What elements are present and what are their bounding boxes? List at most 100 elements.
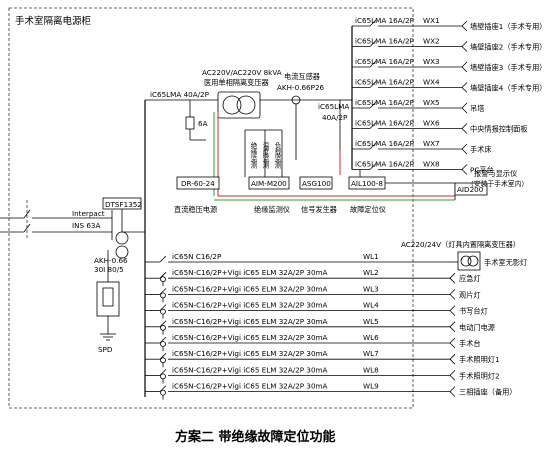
breaker-symbol bbox=[369, 81, 377, 88]
vertical-label-temperature: 温度监测 bbox=[261, 141, 269, 170]
secondary-breaker-label-1: iC65LMA bbox=[318, 102, 349, 111]
breaker-label: iC65LMA 16A/2P bbox=[355, 160, 415, 169]
device-label: 信号发生器 bbox=[301, 205, 337, 214]
breaker-label: iC65N-C16/2P+Vigi iC65 ELM 32A/2P 30mA bbox=[172, 284, 328, 293]
breaker-label: iC65LMA 16A/2P bbox=[355, 98, 415, 107]
load-label: 手术照明灯1 bbox=[459, 355, 500, 364]
load-arrow bbox=[461, 41, 468, 47]
breaker-label: iC65N-C16/2P+Vigi iC65 ELM 32A/2P 30mA bbox=[172, 317, 328, 326]
device-box-aim bbox=[248, 176, 290, 190]
bottom-branches: 手术室无影灯 iC65N C16/2P WL1 应急灯 iC65N-C16/2P+Vig… bbox=[145, 252, 527, 400]
branch-code: WX3 bbox=[423, 57, 440, 66]
bottom-branch-row: 三相插座（备用）iC65N-C16/2P+Vigi iC65 ELM 32A/2… bbox=[145, 382, 517, 400]
load-arrow bbox=[461, 82, 468, 88]
breaker-label: iC65N-C16/2P+Vigi iC65 ELM 32A/2P 30mA bbox=[172, 382, 328, 391]
branch-code: WL1 bbox=[363, 252, 379, 261]
load-arrow bbox=[449, 353, 456, 360]
load-label: 应急灯 bbox=[459, 274, 481, 283]
interpact-label-2: INS 63A bbox=[72, 221, 100, 230]
load-arrow bbox=[461, 107, 468, 114]
load-arrow bbox=[449, 391, 456, 397]
device-model: AIM-M200 bbox=[251, 179, 287, 188]
alarm-box bbox=[454, 182, 488, 196]
load-arrow bbox=[449, 358, 456, 365]
load-arrow bbox=[461, 66, 468, 73]
breaker-label: iC65N-C16/2P+Vigi iC65 ELM 32A/2P 30mA bbox=[172, 365, 328, 374]
load-arrow bbox=[461, 102, 468, 109]
device-model: DR-60-24 bbox=[181, 179, 215, 188]
primary-breaker-label: iC65LMA 40A/2P bbox=[150, 90, 210, 99]
breaker-label: iC65LMA 16A/2P bbox=[355, 139, 415, 148]
load-arrow bbox=[449, 272, 456, 279]
device-label: 绝缘监测仪 bbox=[254, 205, 290, 214]
load-arrow bbox=[449, 370, 456, 376]
load-label: 手术台 bbox=[459, 339, 481, 348]
vertical-label-load: 负载监测 bbox=[273, 141, 281, 170]
bottom-branch-row: 手术照明灯2 iC65N-C16/2P+Vigi iC65 ELM 32A/2P … bbox=[145, 365, 500, 384]
shadowless-lamp-transformer: AC220/24V（灯具内置隔离变压器） bbox=[401, 240, 520, 271]
device-box-asg bbox=[299, 176, 333, 190]
cabinet-title: 手术室隔离电源柜 bbox=[15, 15, 92, 27]
branch-code: WX8 bbox=[423, 160, 440, 169]
breaker-label: iC65LMA 16A/2P bbox=[355, 78, 415, 87]
incomer: Interpact INS 63A DTSF1352 AKH-0.66 30I … bbox=[0, 197, 146, 397]
load-label: 墙壁插座3（手术专用） bbox=[470, 63, 546, 72]
branch-code: WX7 bbox=[423, 139, 440, 148]
dtsf-label: DTSF1352 bbox=[105, 200, 142, 209]
breaker-label: iC65N-C16/2P+Vigi iC65 ELM 32A/2P 30mA bbox=[172, 333, 328, 342]
branch-code: WL4 bbox=[363, 301, 379, 310]
device-box-dr bbox=[176, 176, 220, 190]
device-model: ASG100 bbox=[302, 179, 331, 188]
secondary-breaker-label-2: 40A/2P bbox=[322, 113, 348, 122]
spd-label: SPD bbox=[98, 345, 113, 354]
branch-code: WX6 bbox=[423, 119, 440, 128]
load-arrow bbox=[461, 148, 468, 155]
load-arrow bbox=[461, 25, 468, 32]
breaker-symbol bbox=[369, 163, 377, 170]
rcd-symbol bbox=[160, 292, 166, 299]
rcd-symbol bbox=[160, 341, 166, 347]
fuse-label: 6A bbox=[198, 119, 208, 128]
load-arrow bbox=[449, 289, 456, 295]
rcd-symbol bbox=[160, 308, 166, 315]
figure-caption: 方案二 带绝缘故障定位功能 bbox=[175, 429, 336, 445]
load-arrow bbox=[449, 342, 456, 349]
load-arrow bbox=[461, 61, 468, 68]
breaker-symbol bbox=[369, 122, 377, 129]
breaker-symbol bbox=[369, 19, 377, 27]
load-arrow bbox=[461, 123, 468, 129]
branch-code: WL9 bbox=[363, 382, 379, 391]
load-label: 吊塔 bbox=[470, 104, 484, 113]
ct-name: 电流互感器 bbox=[284, 72, 320, 81]
breaker-label: iC65N C16/2P bbox=[172, 252, 222, 261]
alarm-label-2: （安装于手术室内） bbox=[467, 179, 528, 188]
device-label: 故障定位仪 bbox=[350, 205, 386, 214]
rcd-symbol bbox=[160, 389, 166, 396]
branch-code: WL7 bbox=[363, 349, 379, 358]
rcd-symbol bbox=[160, 357, 166, 364]
load-arrow bbox=[449, 375, 456, 381]
load-label: 墙壁插座2（手术专用） bbox=[470, 43, 546, 52]
breaker-symbol bbox=[369, 40, 377, 47]
alarm-model: AID200 bbox=[457, 185, 484, 194]
load-label: 手术照明灯2 bbox=[459, 371, 500, 380]
load-arrow bbox=[449, 321, 456, 328]
vertical-label-insulation: 绝缘监测 bbox=[249, 141, 257, 170]
load-label: 手术室无影灯 bbox=[484, 258, 527, 267]
branch-code: WL8 bbox=[363, 365, 379, 374]
load-label: 中央情报控制面板 bbox=[470, 125, 528, 134]
load-arrow bbox=[449, 326, 456, 333]
breaker-label: iC65N-C16/2P+Vigi iC65 ELM 32A/2P 30mA bbox=[172, 268, 328, 277]
load-arrow bbox=[449, 386, 456, 392]
ct-model: AKH-0.66P26 bbox=[277, 83, 325, 92]
rcd-symbol bbox=[160, 324, 166, 331]
